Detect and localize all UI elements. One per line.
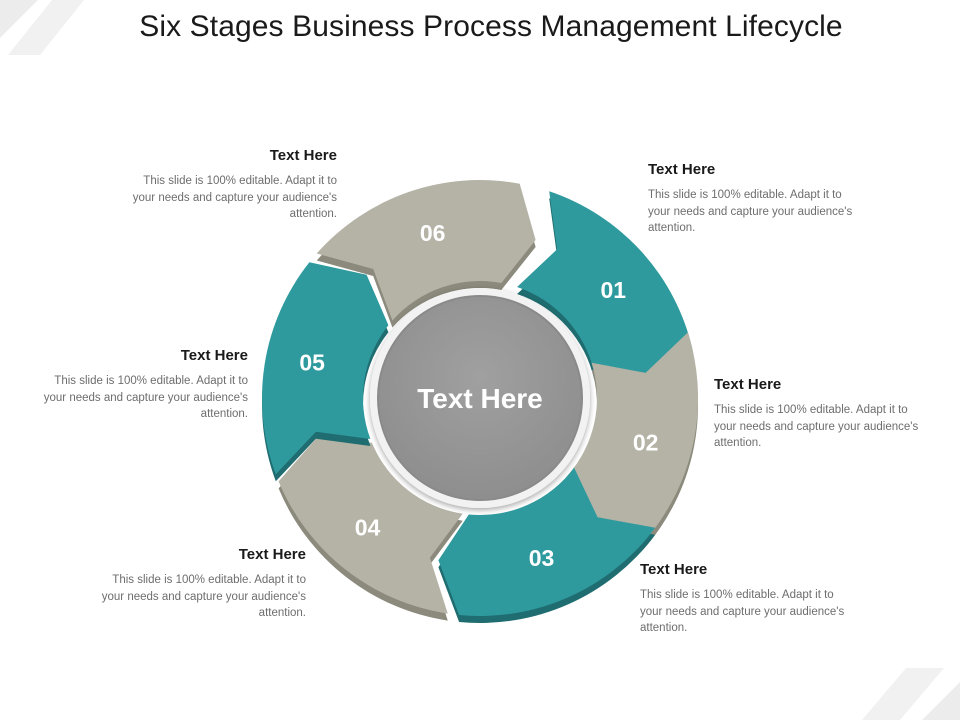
stage-05-description: This slide is 100% editable. Adapt it to…: [43, 375, 248, 420]
stage-06-description: This slide is 100% editable. Adapt it to…: [132, 175, 337, 220]
stage-01-segment: 01: [517, 191, 693, 395]
stage-06-segment: 06: [316, 180, 536, 328]
stage-04-segment: 04: [278, 437, 463, 621]
stage-03-heading: Text Here: [640, 561, 708, 578]
stage-06-number: 06: [420, 220, 446, 246]
slide-title: Six Stages Business Process Management L…: [139, 10, 843, 43]
bottom-right-corner-decoration: [862, 668, 960, 720]
stage-06-segment-face: [316, 180, 536, 321]
stage-03-segment-face: [438, 467, 656, 617]
stage-04-description: This slide is 100% editable. Adapt it to…: [101, 574, 306, 619]
stage-01-heading: Text Here: [648, 161, 716, 178]
stage-06-callout: Text Here This slide is 100% editable. A…: [127, 147, 337, 223]
stage-01-callout: Text Here This slide is 100% editable. A…: [648, 161, 858, 237]
stage-05-segment-face: [262, 262, 389, 475]
stage-02-number: 02: [633, 429, 659, 455]
stage-02-callout: Text Here This slide is 100% editable. A…: [714, 376, 924, 452]
stage-03-callout: Text Here This slide is 100% editable. A…: [640, 561, 850, 637]
stage-02-description: This slide is 100% editable. Adapt it to…: [714, 404, 919, 449]
stage-03-description: This slide is 100% editable. Adapt it to…: [640, 589, 845, 634]
center-label: Text Here: [417, 383, 543, 414]
stage-04-callout: Text Here This slide is 100% editable. A…: [96, 546, 306, 622]
stage-02-segment: 02: [567, 332, 699, 550]
stage-05-callout: Text Here This slide is 100% editable. A…: [38, 347, 248, 423]
stage-03-number: 03: [529, 545, 555, 571]
center-circle: [377, 295, 583, 501]
stage-02-segment-face: [567, 332, 699, 543]
stage-03-segment: 03: [438, 467, 656, 624]
stage-05-number: 05: [299, 349, 325, 375]
top-left-corner-decoration: [0, 0, 84, 55]
stage-05-heading: Text Here: [180, 347, 248, 364]
stage-01-segment-face: [517, 191, 693, 388]
stage-06-heading: Text Here: [269, 147, 337, 164]
stage-05-segment: 05: [262, 262, 389, 482]
stage-02-heading: Text Here: [714, 376, 782, 393]
stage-01-description: This slide is 100% editable. Adapt it to…: [648, 189, 853, 234]
stage-04-heading: Text Here: [238, 546, 306, 563]
stage-01-number: 01: [601, 277, 627, 303]
stage-04-number: 04: [355, 514, 381, 540]
stage-04-segment-face: [278, 437, 463, 614]
